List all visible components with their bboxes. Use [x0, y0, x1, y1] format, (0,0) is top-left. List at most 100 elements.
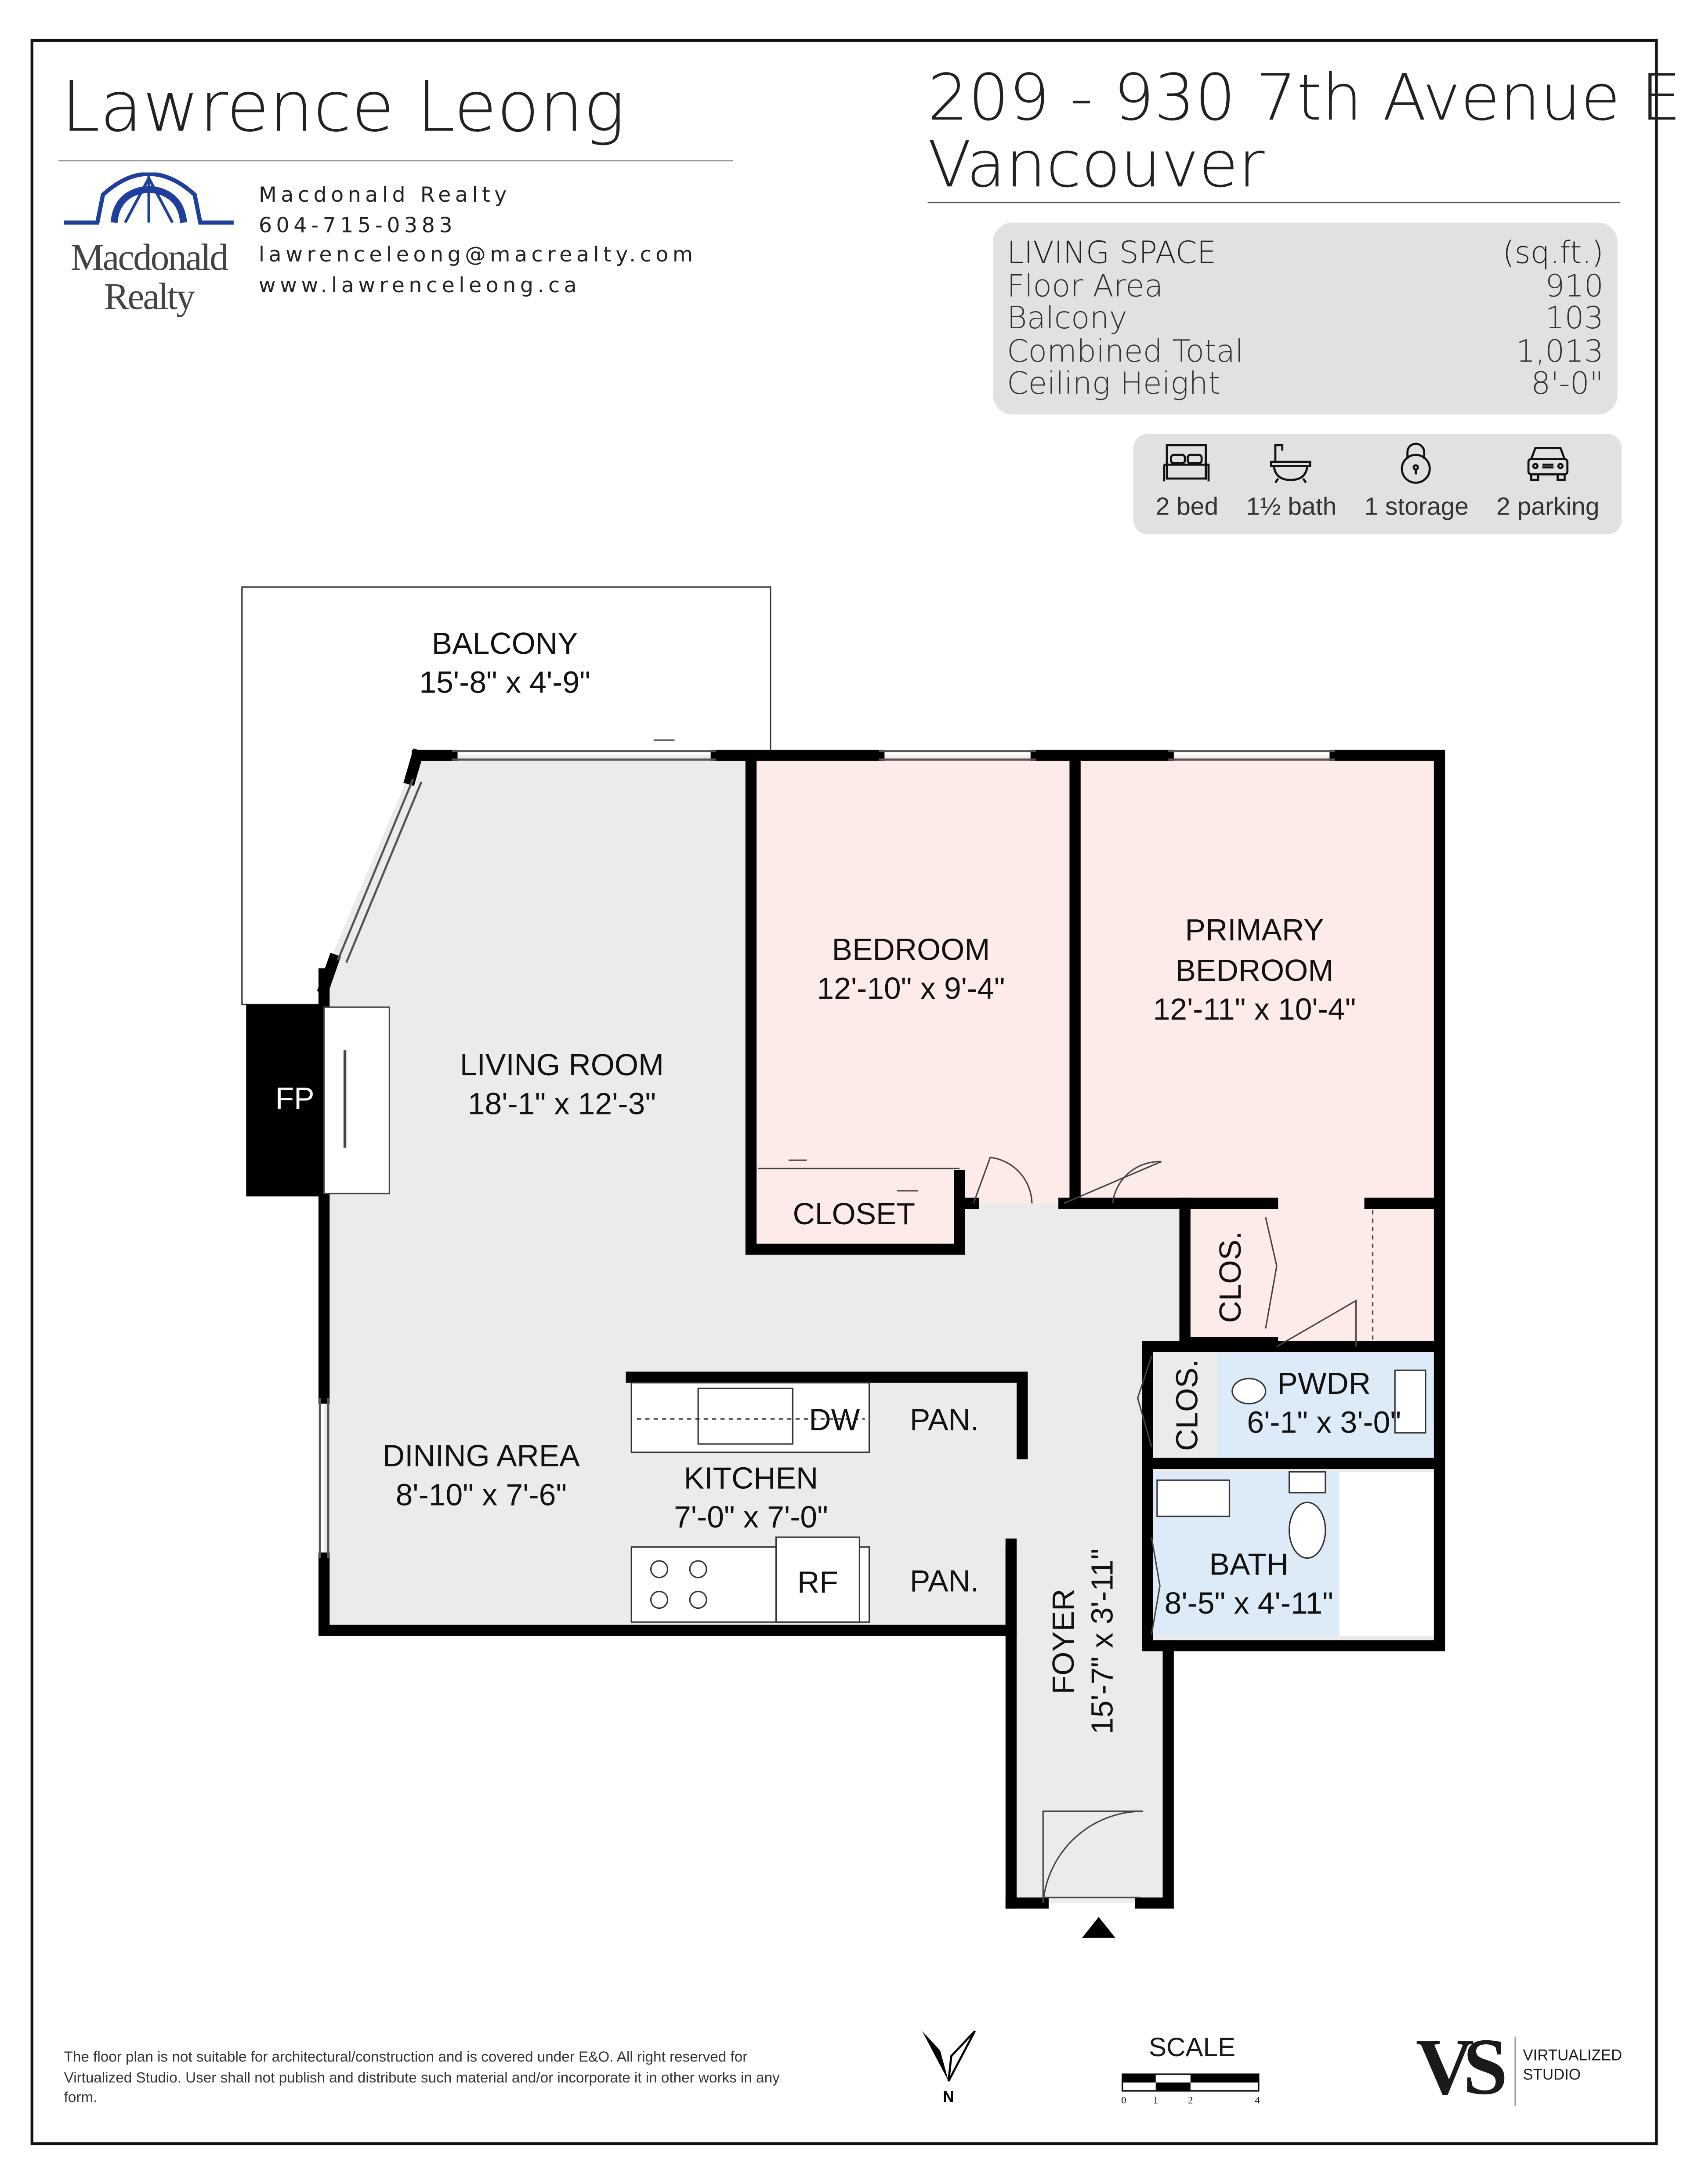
- pwdr-toilet-icon: [1231, 1378, 1267, 1404]
- property-address: 209 - 930 7th Avenue E Vancouver: [928, 64, 1681, 198]
- sink-icon: [697, 1387, 794, 1445]
- row-value: 910: [1545, 269, 1604, 305]
- doors: [653, 739, 1374, 1903]
- divider: [927, 202, 1621, 203]
- scale-title: SCALE: [1148, 2034, 1236, 2063]
- brokerage-logo: Macdonald Realty: [61, 172, 236, 317]
- scale-tick: 4: [1255, 2095, 1260, 2106]
- bathtub-icon: [1271, 444, 1312, 483]
- amenity-storage: 1 storage: [1364, 434, 1469, 534]
- upper-counter: [630, 1382, 870, 1453]
- living-space-row: Ceiling Height 8'-0": [993, 369, 1617, 402]
- address-line1: 209 - 930 7th Avenue E: [927, 60, 1681, 135]
- divider: [58, 160, 733, 162]
- room-dims-bedroom: 12'-10" x 9'-4": [817, 971, 1005, 1005]
- closet-fill: [751, 1175, 960, 1249]
- studio-logo: VS: [1415, 2021, 1508, 2112]
- room-dims-primary: 12'-11" x 10'-4": [1153, 992, 1356, 1026]
- pwdr-sink: [1394, 1369, 1426, 1434]
- agent-contact: Macdonald Realty 604-715-0383 lawrencele…: [259, 181, 697, 301]
- room-name-kitchen: KITCHEN: [684, 1461, 818, 1495]
- studio-name-line1: VIRTUALIZED: [1523, 2047, 1622, 2064]
- room-dims-bath: 8'-5" x 4'-11": [1165, 1586, 1333, 1620]
- scale-bar: 0 1 2 4: [1121, 2073, 1260, 2106]
- amenity-bath: 1½ bath: [1246, 434, 1336, 534]
- living-space-header: LIVING SPACE (sq.ft.): [993, 238, 1617, 271]
- entry-arrow-icon: [1082, 1917, 1115, 1938]
- scale-tick: 0: [1121, 2095, 1126, 2106]
- row-label: Balcony: [1006, 302, 1127, 337]
- room-name-foyer: FOYER: [1046, 1589, 1080, 1694]
- room-name-bedroom: BEDROOM: [832, 932, 990, 966]
- bedroom-fill: [751, 755, 1075, 1204]
- lock-icon: [1401, 443, 1432, 484]
- row-label: Combined Total: [1006, 335, 1244, 370]
- room-dims-living: 18'-1" x 12'-3": [468, 1087, 656, 1121]
- car-icon: [1527, 446, 1569, 481]
- room-dims-kitchen: 7'-0" x 7'-0": [674, 1500, 828, 1534]
- windows: [319, 750, 1336, 1558]
- room-name-pantry-1: PAN.: [910, 1402, 979, 1437]
- website[interactable]: www.lawrenceleong.ca: [258, 272, 581, 297]
- scale-tick: 2: [1188, 2095, 1193, 2106]
- room-name-closet: CLOSET: [793, 1197, 915, 1231]
- amenity-label: 2 bed: [1155, 492, 1219, 520]
- amenity-label: 1½ bath: [1246, 492, 1337, 520]
- phone[interactable]: 604-715-0383: [258, 212, 457, 237]
- walls: [317, 748, 1445, 1909]
- bed-icon: [1163, 444, 1210, 482]
- living-space-row: Balcony 103: [993, 302, 1617, 337]
- row-value: 8'-0": [1531, 367, 1604, 403]
- room-name-balcony: BALCONY: [432, 626, 578, 660]
- logo-text-2: Realty: [104, 275, 195, 317]
- room-dims-pwdr: 6'-1" x 3'-0": [1247, 1405, 1401, 1440]
- amenity-label: 1 storage: [1364, 492, 1469, 520]
- north-label: N: [943, 2088, 954, 2105]
- room-name-primary: PRIMARY: [1185, 913, 1324, 947]
- arch-logo-icon: [64, 172, 234, 225]
- shower-fill: [1339, 1472, 1436, 1636]
- studio-name: VIRTUALIZED STUDIO: [1523, 2046, 1622, 2086]
- brokerage: Macdonald Realty: [258, 182, 511, 207]
- disclaimer: The floor plan is not suitable for archi…: [64, 2049, 780, 2106]
- living-space-row: Floor Area 910: [993, 271, 1617, 304]
- amenity-label: 2 parking: [1496, 492, 1600, 520]
- row-label: Ceiling Height: [1006, 367, 1220, 403]
- vanity: [1156, 1479, 1231, 1517]
- row-label: Floor Area: [1006, 269, 1163, 305]
- fridge: [775, 1536, 860, 1623]
- primary-bedroom-fill: [1075, 755, 1440, 1204]
- amenity-parking: 2 parking: [1496, 434, 1600, 534]
- room-name-pwdr: PWDR: [1277, 1366, 1371, 1400]
- fridge-label: RF: [797, 1565, 838, 1600]
- studio-name-line2: STUDIO: [1523, 2067, 1581, 2084]
- room-name-primary-2: BEDROOM: [1176, 953, 1334, 987]
- stove-icon: [650, 1560, 707, 1609]
- page-frame: [30, 39, 1658, 2145]
- toilet-tank: [1289, 1471, 1326, 1494]
- email[interactable]: lawrenceleong@macrealty.com: [258, 242, 697, 267]
- living-space-table: LIVING SPACE (sq.ft.) Floor Area 910 Balco…: [993, 222, 1618, 415]
- amenity-bed: 2 bed: [1155, 434, 1219, 534]
- fireplace: [246, 1004, 324, 1197]
- room-name-bath: BATH: [1209, 1547, 1289, 1582]
- divider: [1514, 2036, 1516, 2106]
- north-arrow-icon: N: [922, 2030, 976, 2105]
- amenities-bar: 2 bed 1½ bath 1 storage 2 parking: [1133, 434, 1622, 534]
- toilet-icon: [1289, 1502, 1326, 1559]
- fireplace-label: FP: [275, 1081, 315, 1115]
- address-line2: Vancouver: [927, 127, 1265, 202]
- row-value: 103: [1545, 302, 1604, 337]
- room-dims-balcony: 15'-8" x 4'-9": [419, 665, 590, 700]
- room-name-living: LIVING ROOM: [460, 1048, 664, 1082]
- agent-name: Lawrence Leong: [61, 66, 625, 148]
- unit: (sq.ft.): [1502, 236, 1604, 272]
- room-name-dining: DINING AREA: [383, 1439, 580, 1473]
- room-name-clos-1: CLOS.: [1213, 1231, 1247, 1323]
- primary-closet-fill: [1185, 1203, 1440, 1350]
- room-name-pantry-2: PAN.: [910, 1564, 979, 1598]
- living-space-title: LIVING SPACE: [1006, 236, 1216, 272]
- dishwasher-label: DW: [809, 1402, 860, 1437]
